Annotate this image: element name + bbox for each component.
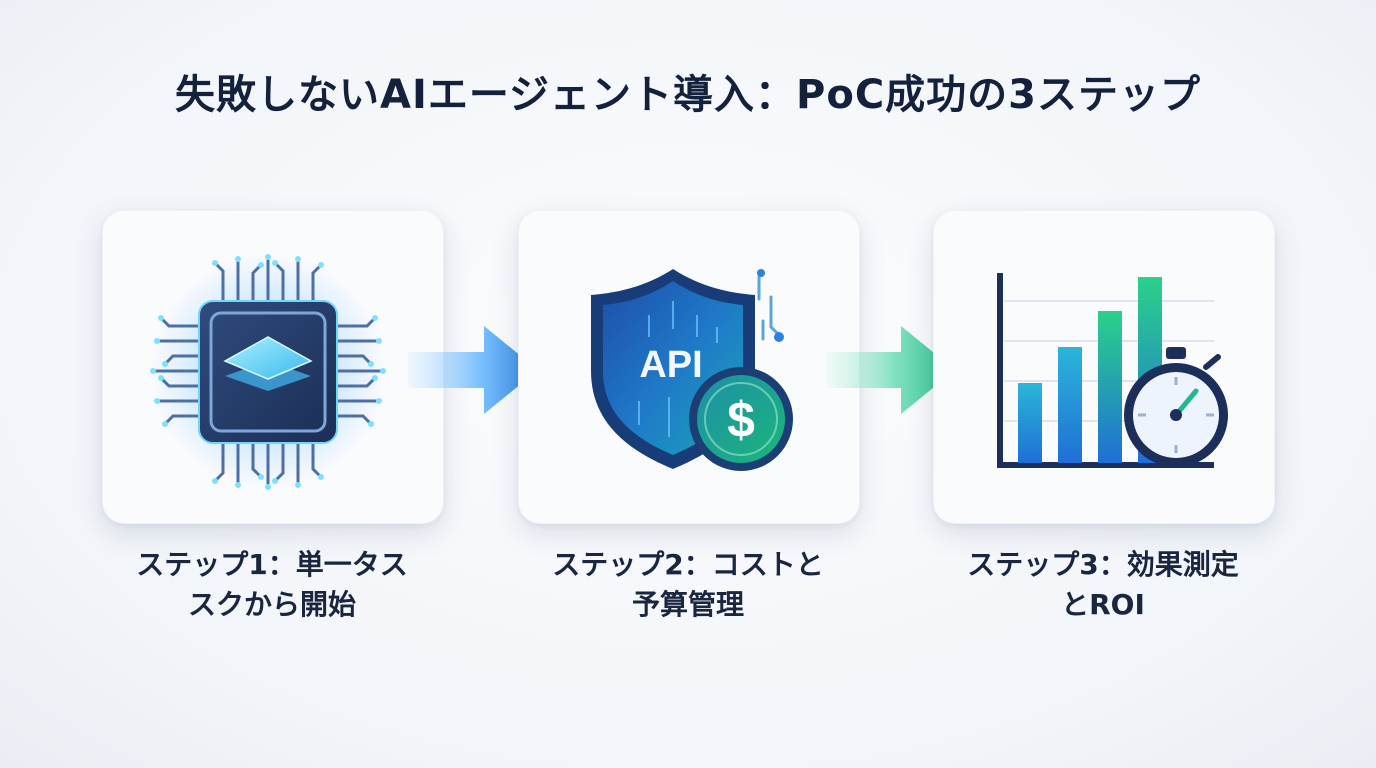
chip-icon bbox=[150, 253, 386, 490]
arrow-right-icon bbox=[825, 326, 955, 414]
step-2-card: API $ bbox=[518, 210, 860, 524]
step-2-caption: ステップ2：コストと 予算管理 bbox=[518, 545, 858, 625]
step-1-caption-line1: ステップ1：単一タス bbox=[136, 548, 408, 581]
step-1-caption-line2: スクから開始 bbox=[187, 588, 356, 621]
step-2-caption-line2: 予算管理 bbox=[631, 588, 744, 621]
page-title: 失敗しないAIエージェント導入：PoC成功の3ステップ bbox=[174, 72, 1202, 118]
bar-chart-stopwatch-icon bbox=[997, 273, 1228, 468]
step-3-caption: ステップ3：効果測定 とROI bbox=[933, 545, 1273, 625]
arrow-right-icon bbox=[408, 326, 538, 414]
dollar-label: $ bbox=[727, 392, 755, 448]
step-3-caption-line1: ステップ3：効果測定 bbox=[967, 548, 1239, 581]
step-1-caption: ステップ1：単一タス スクから開始 bbox=[102, 545, 442, 625]
step-2-caption-line1: ステップ2：コストと bbox=[552, 548, 824, 581]
step-1-card bbox=[102, 210, 444, 524]
step-3-caption-line2: とROI bbox=[1061, 588, 1145, 621]
step-3-card bbox=[933, 210, 1275, 524]
api-label: API bbox=[639, 344, 702, 386]
api-shield-dollar-icon: API $ bbox=[591, 269, 793, 471]
